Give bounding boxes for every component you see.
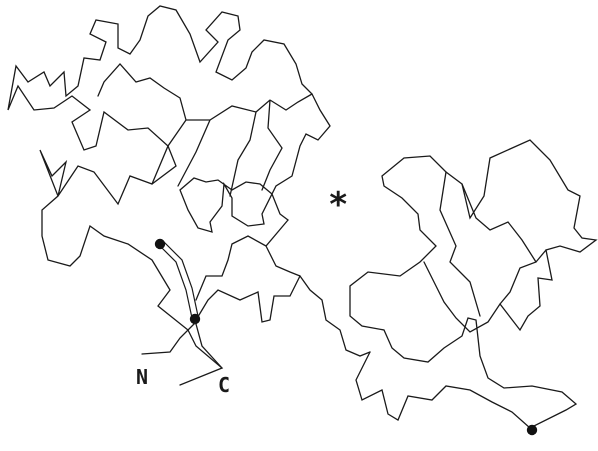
linker-strand-outer	[158, 244, 192, 318]
marker-dot-upper	[155, 239, 165, 249]
c-terminus-label: C	[218, 373, 230, 397]
c-terminus-tail	[196, 324, 222, 368]
middle-connector-trace	[196, 220, 370, 356]
marker-dot-right	[527, 425, 537, 435]
right-domain-inner-trace	[440, 172, 536, 316]
left-domain-trace	[8, 6, 330, 385]
asterisk-label: *	[328, 185, 348, 225]
linker-strand-inner	[164, 242, 198, 316]
right-domain-trace	[350, 140, 596, 428]
n-terminus-label: N	[136, 365, 148, 389]
n-terminus-tail	[142, 322, 196, 354]
